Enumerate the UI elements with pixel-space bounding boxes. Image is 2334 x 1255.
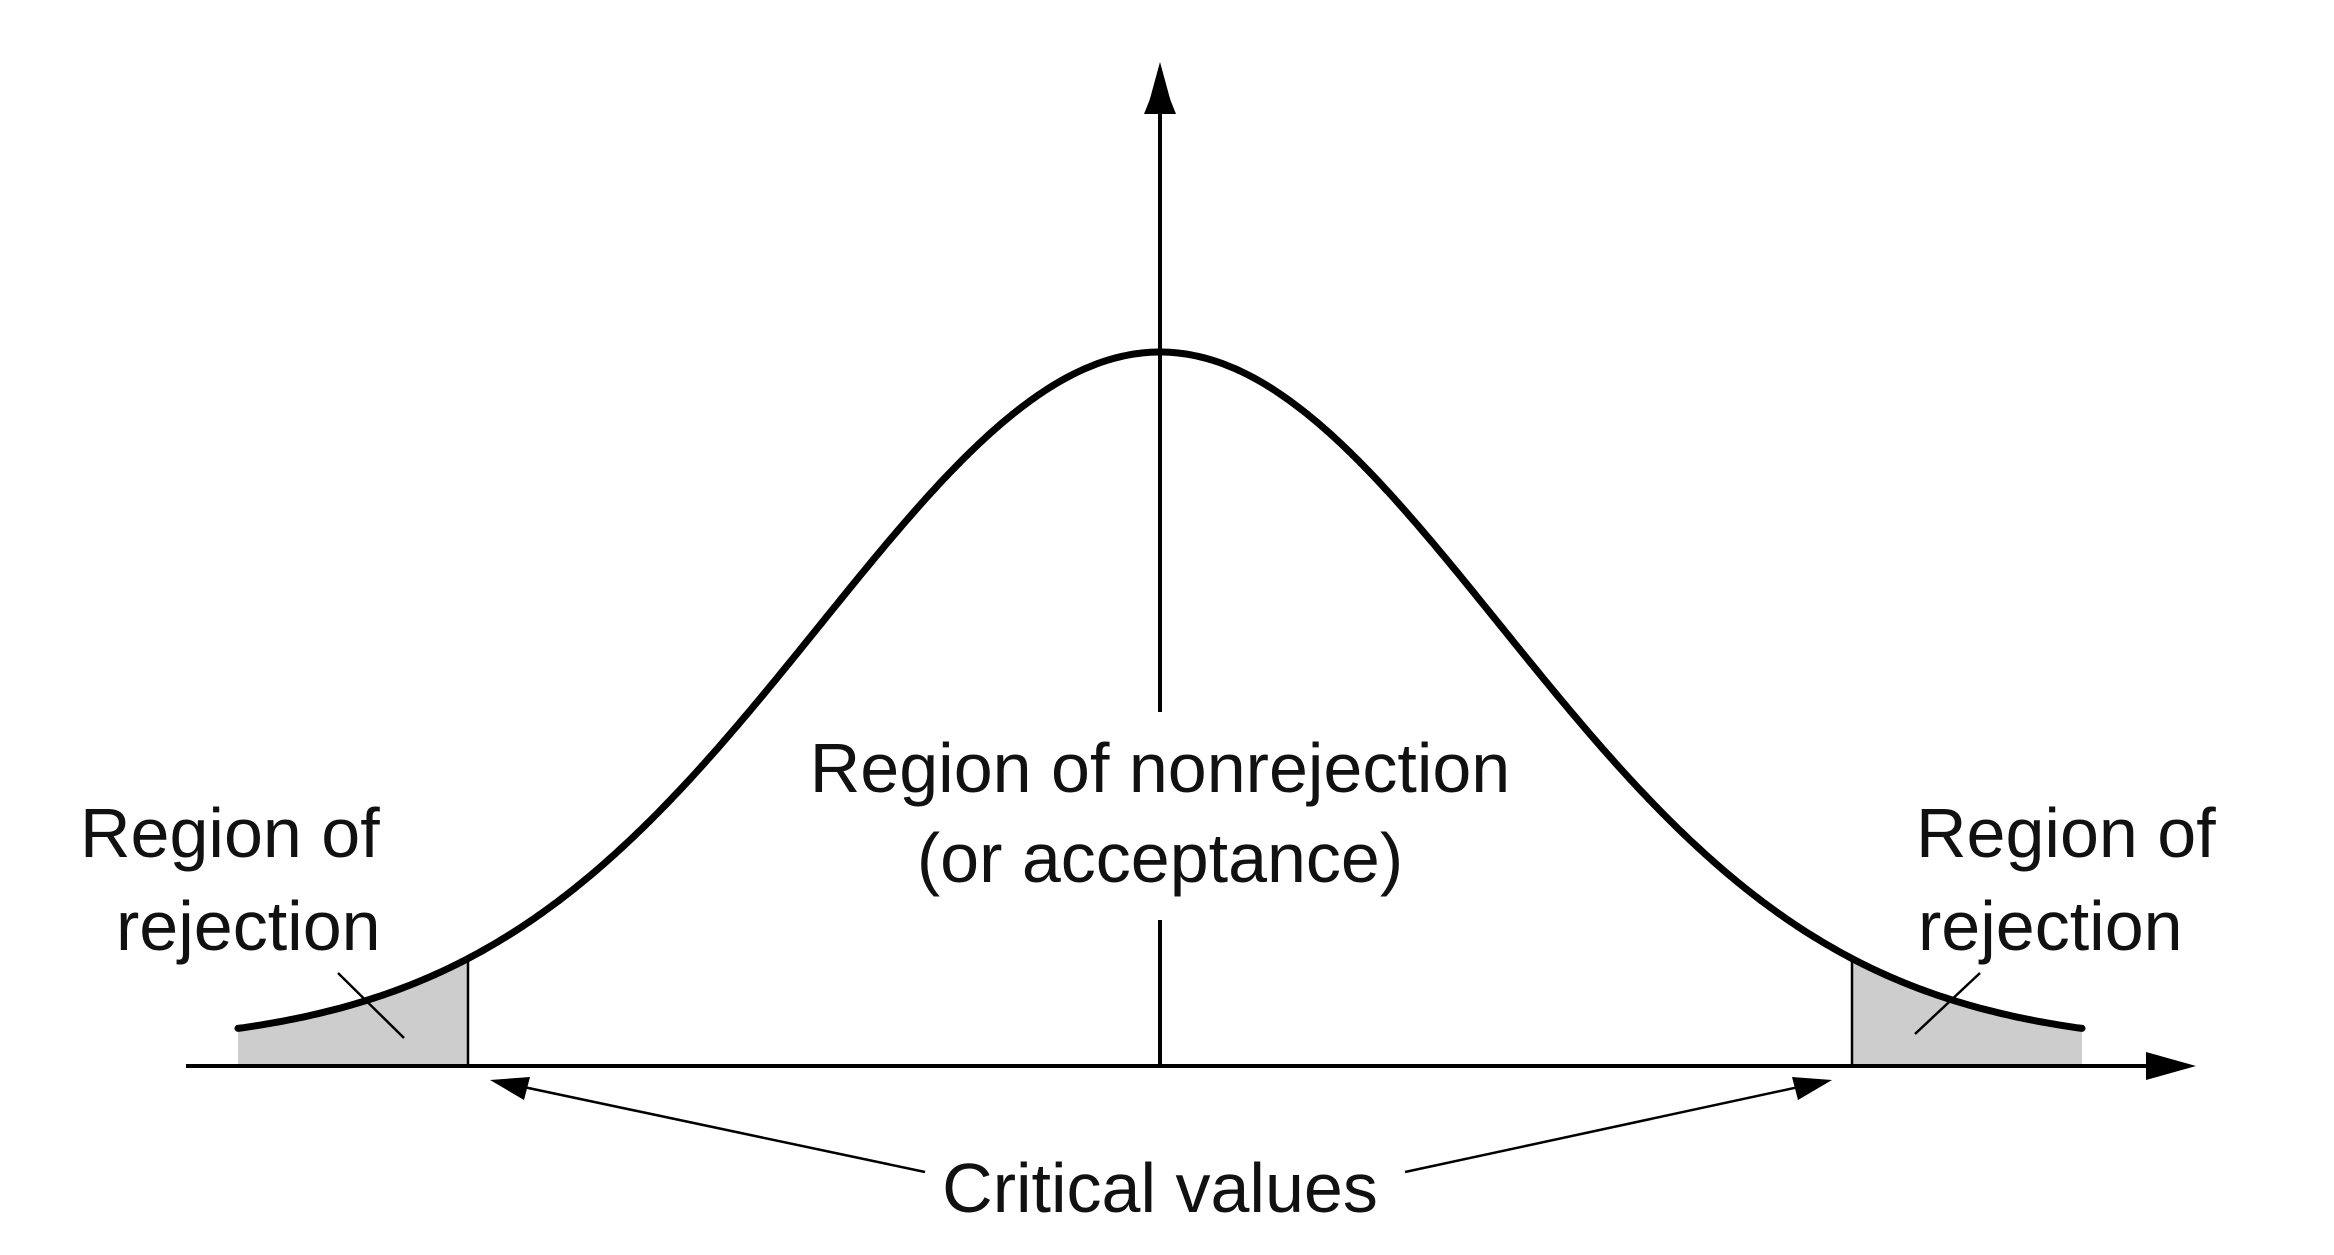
critical-arrow-right-head-icon [1792,1077,1832,1100]
left-region-label-line1: Region of [80,794,380,872]
normal-curve [234,348,2086,1032]
center-region-label-line2: (or acceptance) [917,819,1403,897]
critical-arrow-right [1404,1080,1823,1174]
right-rejection-leader [1914,972,1981,1035]
critical-values-label: Critical values [942,1149,1378,1227]
right-region-label-line1: Region of [1916,794,2216,872]
horizontal-axis-arrow-icon [2146,1052,2196,1080]
center-region-label-line1: Region of nonrejection [810,729,1510,807]
left-rejection-leader [337,972,405,1039]
critical-arrow-left-head-icon [490,1077,530,1100]
vertical-axis-arrow-icon [1148,62,1172,106]
critical-arrow-left [499,1080,926,1174]
right-region-label-line2: rejection [1918,887,2183,965]
left-region-label-line2: rejection [116,887,381,965]
